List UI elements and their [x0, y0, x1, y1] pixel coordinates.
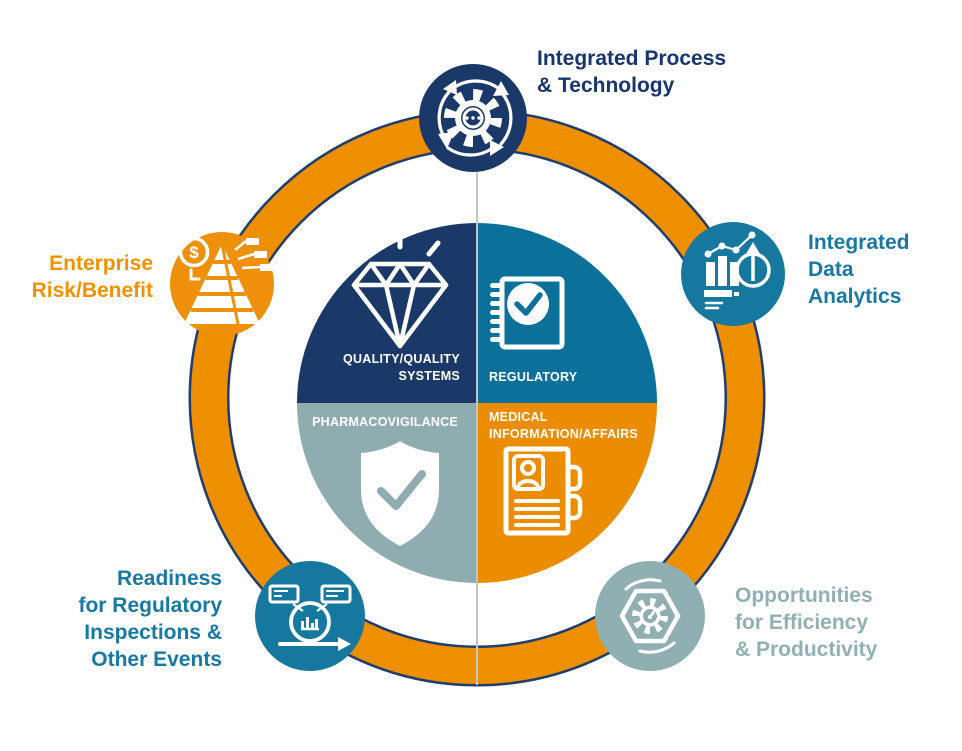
label-line: Readiness [116, 567, 222, 590]
label-pharmacovigilance: PHARMACOVIGILANCE [270, 414, 458, 431]
label-line: Integrated [808, 231, 910, 254]
node-inspection-readiness [255, 561, 365, 671]
node-process-technology [419, 64, 527, 172]
node-data-analytics [681, 222, 785, 326]
label-line: Risk/Benefit [31, 279, 153, 302]
label-line: for Efficiency [735, 611, 869, 634]
label-line: for Regulatory [78, 594, 222, 617]
label-line: Integrated Process [537, 47, 727, 70]
label-line: Other Events [91, 648, 222, 671]
label-line: SYSTEMS [398, 368, 460, 383]
quadrant-regulatory [477, 223, 657, 403]
label-line: & Technology [537, 74, 675, 97]
label-inspection-readiness: Readiness for Regulatory Inspections & O… [0, 565, 222, 673]
dollar-glyph: $ [189, 243, 199, 262]
label-line: Data [808, 258, 854, 281]
pyramid-dollar-icon: $ [178, 236, 273, 325]
label-process-technology: Integrated Process & Technology [537, 45, 726, 99]
gear-sync-arrows-icon [437, 79, 513, 157]
node-enterprise-risk: $ [170, 232, 274, 336]
label-line: MEDICAL [489, 410, 548, 424]
label-quality-systems: QUALITY/QUALITY SYSTEMS [280, 351, 460, 384]
label-line: PHARMACOVIGILANCE [312, 415, 458, 429]
label-line: Enterprise [49, 252, 153, 275]
label-regulatory: REGULATORY [489, 369, 577, 386]
label-line: QUALITY/QUALITY [343, 352, 460, 366]
label-line: REGULATORY [489, 370, 578, 384]
notebook-check-icon [490, 276, 565, 350]
gear-gauge-hexagon-icon [619, 578, 681, 654]
inspection-loop-icon [268, 584, 352, 651]
label-data-analytics: Integrated Data Analytics [808, 229, 910, 310]
label-line: Inspections & [84, 621, 222, 644]
analytics-growth-icon [704, 231, 771, 310]
diamond-sparkle-icon [351, 230, 449, 349]
label-enterprise-risk: Enterprise Risk/Benefit [5, 250, 153, 304]
label-efficiency-productivity: Opportunities for Efficiency & Productiv… [735, 582, 877, 663]
document-person-icon [503, 446, 583, 536]
label-medical-information: MEDICAL INFORMATION/AFFAIRS [489, 409, 638, 442]
node-efficiency-productivity [595, 561, 705, 671]
shield-check-icon [361, 441, 439, 546]
label-line: Analytics [808, 285, 902, 308]
label-line: & Productivity [735, 638, 878, 661]
label-line: Opportunities [735, 584, 873, 607]
label-line: INFORMATION/AFFAIRS [489, 426, 638, 441]
